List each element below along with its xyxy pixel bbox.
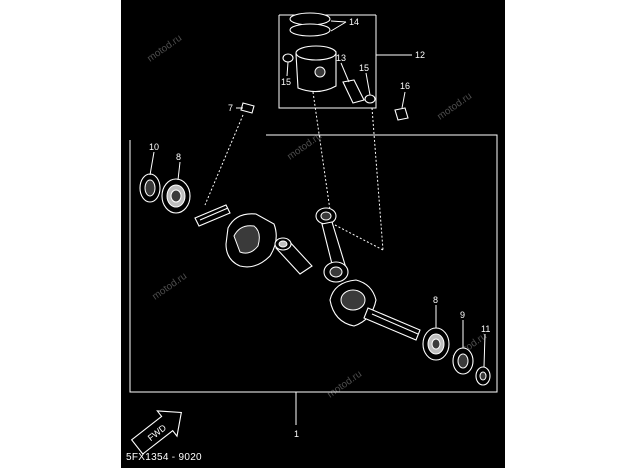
connecting-rod [315,207,349,283]
callout-7: 7 [228,103,233,113]
assembly-frame [129,134,498,393]
crankshaft-left-half [194,204,277,268]
leader-line-15b [365,72,371,96]
watermark-text: motod.ru [145,33,184,65]
right-oil-seal [452,347,474,375]
leader-line-13 [340,62,350,83]
right-bearing [422,327,450,361]
watermark-text: motod.ru [435,91,474,123]
left-bearing [161,178,191,214]
piston [295,45,337,93]
watermark-text: motod.ru [150,271,189,303]
callout-14: 14 [349,17,359,27]
spacer [475,366,491,386]
callout-8-left: 8 [176,152,181,162]
callout-11: 11 [481,324,490,334]
leader-line-15a [286,61,289,77]
piston-clip-left [282,53,294,63]
leader-line-10 [149,151,155,176]
guide-line-pin [371,107,384,251]
leader-line-14b [330,21,347,32]
callout-9: 9 [460,310,465,320]
guide-line-key [204,114,244,206]
piston-clip-right [364,94,376,104]
callout-15-left: 15 [281,77,291,87]
crankshaft-right-half [329,279,421,341]
watermark-text: motod.ru [325,369,364,401]
left-oil-seal [139,173,161,203]
callout-15-right: 15 [359,63,369,73]
diagram-code: 5FX1354 - 9020 [126,452,202,463]
callout-12: 12 [415,50,425,60]
fwd-arrow: FWD [130,410,182,455]
callout-1: 1 [294,429,299,439]
leader-line-16 [401,91,406,109]
callout-10: 10 [149,142,159,152]
leader-line-11 [483,333,486,368]
leader-line-14a [330,20,347,23]
guide-line-rod [334,224,384,251]
piston-pin [342,79,365,104]
piston-rings [289,12,331,37]
leader-line-8a [177,161,181,181]
guide-line-piston [312,91,331,211]
needle-bearing [274,237,292,251]
callout-16: 16 [400,81,410,91]
callout-8-right: 8 [433,295,438,305]
callout-13: 13 [336,53,346,63]
watermark-text: motod.ru [285,131,324,163]
small-end-bearing [394,107,409,121]
piston-kit-frame [278,15,377,109]
